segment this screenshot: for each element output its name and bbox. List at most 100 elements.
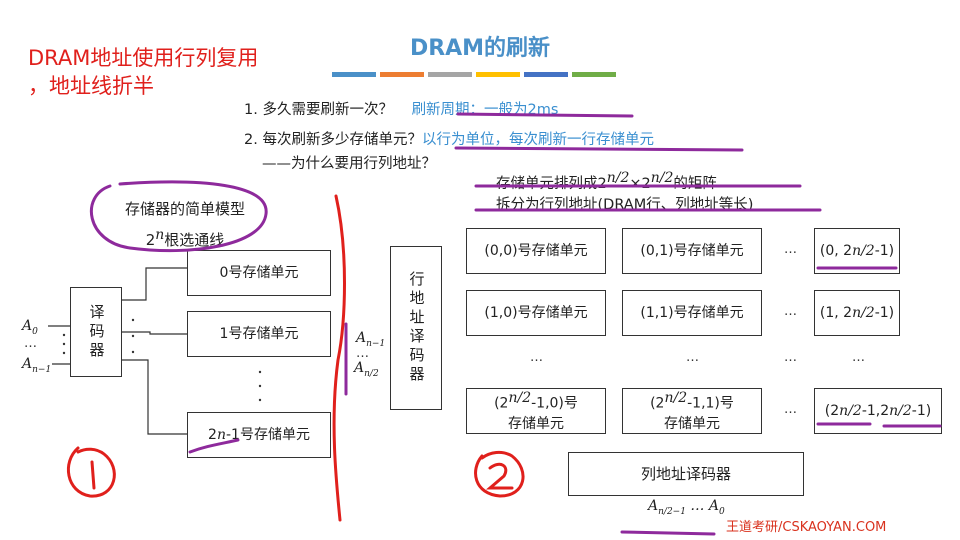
cell-1-1: (1,1)号存储单元 bbox=[622, 290, 762, 336]
addr-sub: n/2−1 bbox=[658, 506, 686, 517]
purple-annotations bbox=[89, 112, 942, 536]
wire-cell-last bbox=[122, 359, 187, 435]
question-2: 2. 每次刷新多少存储单元？以行为单位，每次刷新一行存储单元 bbox=[244, 128, 654, 149]
addr-sub: n−1 bbox=[32, 364, 52, 375]
cell-mid: -1,2 bbox=[861, 402, 890, 419]
column-decoder-box: 列地址译码器 bbox=[568, 452, 804, 496]
matrix-ellipsis: … bbox=[686, 350, 699, 365]
row-address-top: An−1 bbox=[356, 330, 385, 349]
subtitle-rest: 根选通线 bbox=[164, 231, 225, 249]
cell-last-1: (2n/2-1,1)号 存储单元 bbox=[622, 388, 762, 434]
cell-exponent: n bbox=[216, 426, 226, 443]
answer-2: 以行为单位，每次刷新一行存储单元 bbox=[421, 132, 654, 148]
cell-0-1: (0,1)号存储单元 bbox=[622, 228, 762, 274]
matrix-ellipsis: … bbox=[784, 350, 797, 365]
question-2-text: 2. 每次刷新多少存储单元？ bbox=[244, 132, 422, 148]
storage-cell-0: 0号存储单元 bbox=[187, 250, 331, 296]
cell-base: 2 bbox=[208, 426, 217, 443]
red-separator-line bbox=[332, 194, 346, 522]
title-bar-segment bbox=[428, 72, 472, 77]
cell-pre: (2 bbox=[650, 395, 665, 412]
cell-exp: n/2 bbox=[508, 390, 532, 407]
circle-marker-1 bbox=[67, 446, 116, 498]
cell-exp: n/2 bbox=[852, 242, 875, 259]
model-1-title: 存储器的简单模型 bbox=[124, 200, 245, 218]
underline-answer-2 bbox=[454, 146, 744, 152]
row-decoder-box: 行地址译码器 bbox=[390, 246, 442, 410]
addr-sub: n−1 bbox=[366, 338, 386, 349]
underline-answer-1 bbox=[456, 112, 634, 118]
vertical-dots bbox=[62, 318, 262, 402]
address-an-1: An−1 bbox=[22, 356, 51, 375]
cell-pre: (1, 2 bbox=[819, 304, 853, 321]
row-decoder-label: 行地址译码器 bbox=[407, 271, 426, 385]
addr-ellipsis: … bbox=[690, 498, 705, 514]
cell-exp: n/2 bbox=[839, 402, 862, 419]
subtitle-exponent: n bbox=[155, 227, 165, 243]
note-line-1: DRAM地址使用行列复用 bbox=[28, 46, 259, 70]
cell-line-2: 存储单元 bbox=[664, 415, 720, 432]
model-1-heading: 存储器的简单模型 2n根选通线 bbox=[100, 196, 270, 253]
cell-rest: -1号存储单元 bbox=[225, 426, 310, 443]
addr-a: A bbox=[356, 330, 367, 346]
address-ellipsis: … bbox=[24, 336, 37, 351]
cell-post: -1) bbox=[874, 304, 895, 321]
addr-a: A bbox=[22, 318, 33, 334]
handwritten-note: DRAM地址使用行列复用 ，地址线折半 bbox=[28, 44, 258, 100]
matrix-ellipsis: … bbox=[530, 350, 543, 365]
matrix-text-prefix: 存储单元排列成2 bbox=[496, 175, 607, 192]
cell-line-1: (2n/2-1,0)号 bbox=[494, 388, 578, 414]
storage-cell-1: 1号存储单元 bbox=[187, 311, 331, 357]
decoder-label: 译码器 bbox=[87, 303, 106, 361]
title-bar-segment bbox=[476, 72, 520, 77]
brand-footer: 王道考研/CSKAOYAN.COM bbox=[726, 520, 887, 535]
addr-sub: 0 bbox=[718, 506, 725, 517]
cell-pre: (0, 2 bbox=[819, 242, 853, 259]
addr-a: A bbox=[708, 498, 719, 514]
column-address: An/2−1 … A0 bbox=[648, 498, 725, 517]
circle-model-1-heading bbox=[89, 180, 268, 253]
matrix-exponent: n/2 bbox=[606, 170, 630, 186]
underline-last-cell bbox=[188, 438, 240, 454]
cell-post: -1,1)号 bbox=[687, 395, 734, 412]
row-address-ellipsis: … bbox=[356, 346, 369, 361]
row-address-bottom: An/2 bbox=[354, 360, 379, 379]
matrix-exponent: n/2 bbox=[650, 170, 674, 186]
subtitle-base: 2 bbox=[145, 231, 156, 249]
cell-post: -1) bbox=[911, 402, 932, 419]
answer-3-line-1: 存储单元排列成2n/2×2n/2的矩阵 bbox=[496, 170, 717, 193]
matrix-ellipsis: … bbox=[784, 402, 797, 417]
question-1: 1. 多久需要刷新一次？ 刷新周期：一般为2ms bbox=[244, 98, 558, 119]
red-annotations bbox=[67, 194, 525, 522]
cell-0-0: (0,0)号存储单元 bbox=[466, 228, 606, 274]
wire-cell-1 bbox=[122, 331, 187, 335]
addr-a: A bbox=[354, 360, 365, 376]
addr-a: A bbox=[22, 356, 33, 372]
cell-post: -1) bbox=[874, 242, 895, 259]
addr-a: A bbox=[648, 498, 659, 514]
cell-exp: n/2 bbox=[889, 402, 912, 419]
underline-column-address bbox=[620, 530, 716, 536]
matrix-ellipsis: … bbox=[852, 350, 865, 365]
cell-last-0: (2n/2-1,0)号 存储单元 bbox=[466, 388, 606, 434]
address-a0: A0 bbox=[22, 318, 38, 337]
marker-1-stroke bbox=[90, 460, 96, 490]
question-1-text: 1. 多久需要刷新一次？ bbox=[244, 102, 393, 118]
cell-exp: n/2 bbox=[664, 390, 688, 407]
addr-sub: 0 bbox=[32, 326, 38, 337]
cell-line-2: 存储单元 bbox=[508, 415, 564, 432]
addr-sub: n/2 bbox=[364, 368, 379, 379]
decoder-box: 译码器 bbox=[70, 287, 122, 377]
cell-post: -1,0)号 bbox=[531, 395, 578, 412]
marker-2-stroke bbox=[485, 462, 514, 490]
title-bar-segment bbox=[524, 72, 568, 77]
matrix-text-mid: ×2 bbox=[629, 175, 651, 192]
title-bar-segment bbox=[332, 72, 376, 77]
question-3: ——为什么要用行列地址？ bbox=[262, 156, 436, 172]
circle-marker-2 bbox=[474, 450, 525, 498]
cell-line-1: (2n/2-1,1)号 bbox=[650, 388, 734, 414]
matrix-ellipsis: … bbox=[784, 242, 797, 257]
